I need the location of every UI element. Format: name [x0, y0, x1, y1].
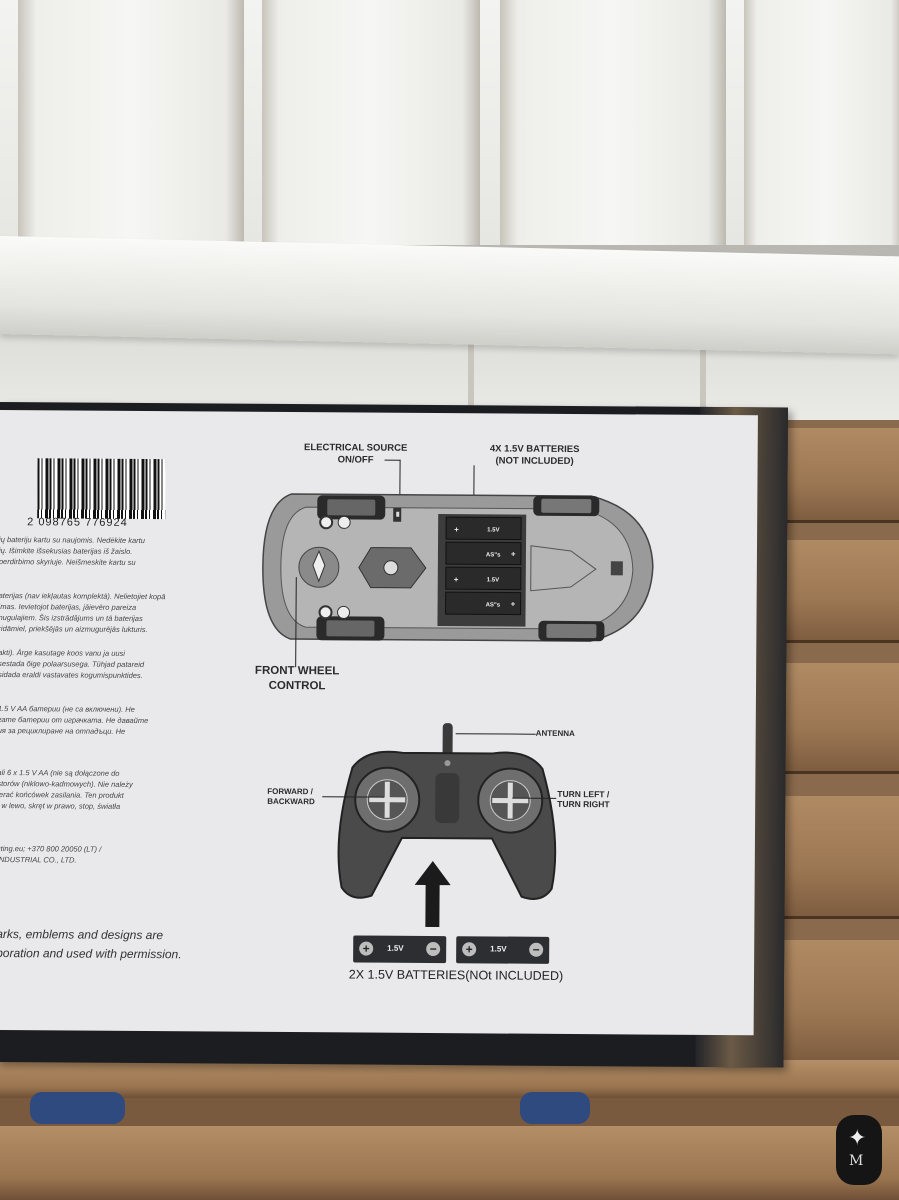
svg-text:AS"s: AS"s [486, 602, 501, 608]
leader-line [384, 459, 401, 461]
watermark-logo: ✦ M [836, 1115, 882, 1185]
plus-icon: + [462, 942, 477, 957]
svg-text:+: + [511, 550, 516, 559]
wall-slat [700, 325, 706, 435]
svg-text:+: + [454, 575, 459, 584]
barcode [37, 458, 166, 520]
rc-car-diagram: +1.5V + AS"s +1.5V + AS"s [262, 493, 654, 642]
white-shelf [0, 236, 899, 355]
svg-text:AS"s: AS"s [486, 552, 501, 558]
up-arrow-icon [414, 861, 451, 928]
controller-batteries-label: 2X 1.5V BATTERIES(NOt INCLUDED) [348, 967, 564, 983]
car-batteries-label: 4X 1.5V BATTERIES (NOT INCLUDED) [489, 443, 580, 468]
person-feet [30, 1092, 125, 1124]
wall-plank [744, 0, 899, 245]
minus-icon: − [426, 941, 441, 957]
plus-icon: + [359, 941, 374, 956]
svg-text:+: + [454, 525, 459, 534]
wall-plank [262, 0, 480, 245]
turn-label: TURN LEFT / TURN RIGHT [557, 788, 610, 810]
power-switch-label: ELECTRICAL SOURCE ON/OFF [304, 442, 408, 466]
svg-text:1.5V: 1.5V [487, 577, 499, 583]
wall-plank [500, 0, 726, 245]
svg-text:1.5V: 1.5V [487, 527, 499, 533]
legal-text-lv: aterijas (nav iekļautas komplektā). Neli… [0, 590, 166, 635]
front-wheel-label: FRONT WHEEL CONTROL [254, 664, 340, 693]
trademark-notice: arks, emblems and designs are poration a… [0, 926, 182, 962]
antenna-label: ANTENNA [535, 728, 575, 739]
controller-battery: + 1.5V − [456, 936, 550, 964]
star-icon: ✦ [848, 1125, 867, 1150]
legal-text-et: akti). Ärge kasutage koos vanu ja uusi s… [0, 647, 145, 681]
wooden-bench-front [0, 1060, 899, 1200]
wall-plank [18, 0, 244, 245]
wall-slat [468, 325, 474, 435]
controller-battery: + 1.5V − [353, 935, 447, 964]
legal-text-contact: cting.eu; +370 800 20050 (LT) / INDUSTRI… [0, 843, 102, 865]
person-feet [520, 1092, 590, 1124]
legal-text-pl: ali 6 x 1.5 V AA (nie są dołączone do st… [0, 767, 133, 811]
forward-backward-label: FORWARD / BACKWARD [267, 786, 315, 807]
minus-icon: − [529, 942, 544, 957]
toy-box: 2 098765 776924 ių bateriju kartu su nau… [0, 402, 788, 1068]
instruction-panel: 2 098765 776924 ių bateriju kartu su nau… [0, 409, 758, 1036]
remote-controller-diagram [337, 723, 557, 900]
barcode-number: 2 098765 776924 [27, 516, 128, 529]
legal-text-bg: 1.5 V AA батерии (не са включени). Не га… [0, 703, 149, 736]
svg-text:+: + [511, 600, 516, 609]
legal-text-lt: ių bateriju kartu su naujomis. Nedėkite … [0, 534, 145, 567]
